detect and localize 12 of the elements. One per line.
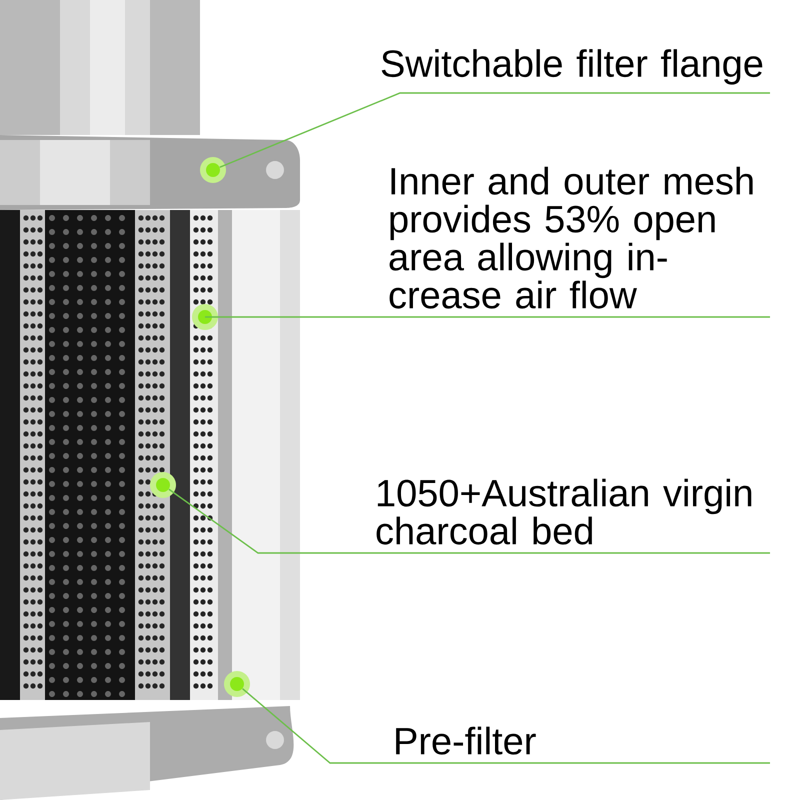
marker-dot: [200, 157, 226, 183]
marker-dot: [150, 472, 176, 498]
callout-text: 1050+Australian virgin charcoal bed: [376, 478, 752, 545]
leader-line: [205, 316, 770, 318]
leader-line: [219, 92, 770, 168]
callout-text: Pre-filter: [396, 726, 536, 755]
leader-line: [168, 488, 770, 554]
callout-text: Switchable filter flange: [382, 49, 762, 85]
marker-dot: [192, 304, 218, 330]
leader-line: [242, 688, 771, 764]
marker-dot: [224, 671, 250, 697]
callout-text: Inner and outer mesh provides 53% open area allowing in- crease air flow: [390, 166, 753, 309]
